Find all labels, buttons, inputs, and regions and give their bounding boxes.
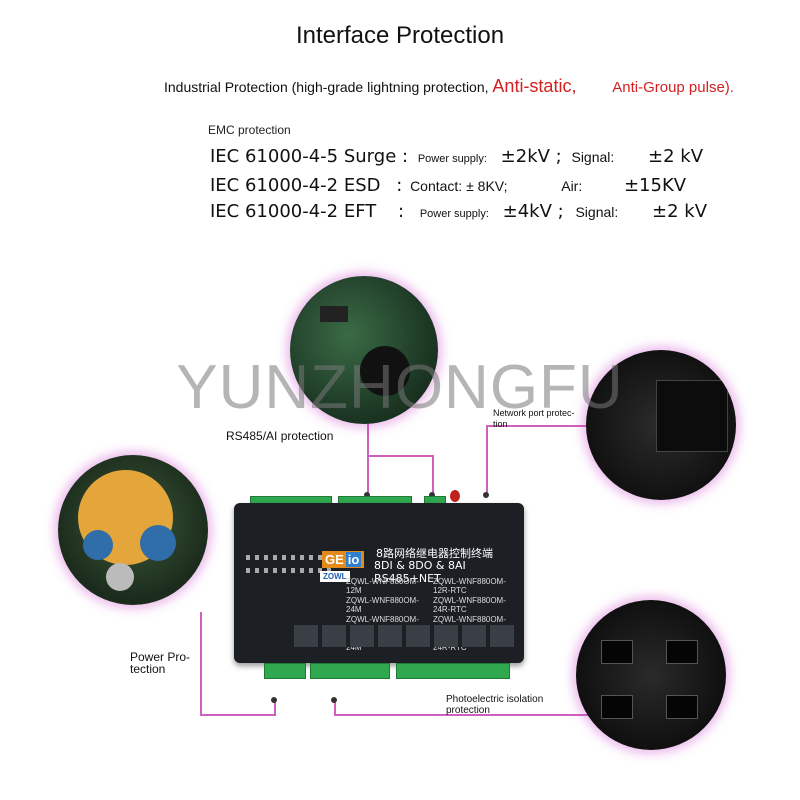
standard-a-label: Power supply:	[419, 208, 489, 220]
terminal-block	[396, 663, 510, 679]
callout-dot	[364, 492, 370, 498]
model-item: ZQWL-WNF880OM-24M	[346, 596, 419, 614]
standard-name: IEC 61000-4-2 EFT	[210, 201, 377, 222]
standard-semi: ;	[555, 146, 562, 167]
subtitle: Industrial Protection (high-grade lightn…	[164, 76, 734, 97]
model-item: ZQWL-WNF880OM-12R-RTC	[433, 577, 506, 595]
callout-photo-2: protection	[446, 705, 490, 716]
callout-line-power-h	[200, 714, 275, 716]
anti-static-text: Anti-static,	[492, 76, 577, 96]
callout-line-rs485-right	[432, 455, 434, 495]
zoom-circle-rs485-board	[290, 276, 438, 424]
standard-a-value: ±4kV	[502, 201, 552, 222]
standard-name: IEC 61000-4-2 ESD	[210, 175, 381, 196]
capacitor-icon	[106, 563, 134, 591]
zoom-circle-power	[58, 455, 208, 605]
standard-sep: :	[398, 201, 405, 222]
led-row	[246, 555, 336, 560]
standard-a-value: ±2kV	[500, 146, 550, 167]
standard-b-label: Signal:	[575, 204, 619, 220]
relay-labels	[294, 625, 514, 647]
component-icon	[360, 346, 410, 396]
callout-photo-1: Photoelectric isolation	[446, 694, 544, 705]
callout-dot	[483, 492, 489, 498]
standard-b-label: Air:	[561, 178, 583, 194]
chip-icon	[320, 306, 348, 322]
device-title-en: 8DI & 8DO & 8AI RS485+NET	[374, 559, 466, 585]
callout-line-rs485-left	[367, 388, 369, 498]
standard-sep: :	[402, 146, 409, 167]
callout-rs485: RS485/AI protection	[226, 429, 334, 443]
callout-line-photo-up	[334, 700, 336, 716]
standard-a-label: Contact: ± 8KV;	[410, 178, 508, 194]
callout-power-2: tection	[130, 662, 166, 676]
callout-line-photo-h	[334, 714, 604, 716]
model-item: ZQWL-WNF880OM-12M	[346, 577, 419, 595]
subtitle-prefix: Industrial Protection (high-grade lightn…	[164, 79, 489, 95]
callout-dot	[429, 492, 435, 498]
callout-power-1: Power Pro-	[130, 650, 191, 664]
emc-label: EMC protection	[208, 123, 291, 137]
callout-line-rs485-h	[367, 455, 433, 457]
chip-icon	[656, 380, 728, 452]
terminal-block	[264, 663, 306, 679]
standard-sep: :	[396, 175, 403, 196]
callout-line-power-v	[200, 612, 202, 715]
standard-b-label: Signal:	[571, 149, 615, 165]
logo-text: GE	[325, 552, 344, 567]
chip-icon	[601, 640, 633, 664]
zoom-circle-optocoupler	[576, 600, 726, 750]
capacitor-icon	[83, 530, 113, 560]
standard-name: IEC 61000-4-5 Surge	[210, 146, 397, 167]
standard-row-eft: IEC 61000-4-2 EFT : Power supply: ±4kV ;…	[210, 201, 707, 222]
callout-dot	[331, 697, 337, 703]
callout-line-power-up	[274, 700, 276, 716]
watermark: YUNZHONGFU	[176, 353, 624, 422]
callout-line-network-v	[486, 425, 488, 495]
chip-icon	[601, 695, 633, 719]
callout-network-1: Network port protec-	[493, 408, 575, 418]
logo-box: io	[345, 552, 362, 567]
standard-a-label: Power supply:	[417, 153, 487, 165]
callout-network-2: tion	[493, 419, 508, 429]
chip-icon	[666, 695, 698, 719]
standard-b-value: ±2 kV	[652, 201, 708, 222]
terminal-block	[310, 663, 390, 679]
led-panel	[246, 549, 336, 579]
led-row	[246, 568, 336, 573]
callout-dot	[271, 697, 277, 703]
standard-row-surge: IEC 61000-4-5 Surge : Power supply: ±2kV…	[210, 146, 703, 167]
page-title: Interface Protection	[295, 22, 505, 49]
capacitor-icon	[140, 525, 176, 561]
power-led-icon	[450, 490, 460, 502]
standard-semi: ;	[557, 201, 564, 222]
anti-group-text: Anti-Group pulse).	[612, 79, 734, 96]
chip-icon	[666, 640, 698, 664]
standard-row-esd: IEC 61000-4-2 ESD : Contact: ± 8KV; Air:…	[210, 175, 686, 196]
callout-line-network-h	[486, 425, 596, 427]
device-title-cn: 8路网络继电器控制终端	[376, 547, 493, 560]
model-item: ZQWL-WNF880OM-24R-RTC	[433, 596, 506, 614]
standard-b-value: ±2 kV	[648, 146, 704, 167]
standard-b-value: ±15KV	[623, 175, 687, 196]
brand-logo: ZOWL	[320, 571, 350, 582]
zoom-circle-network-port	[586, 350, 736, 500]
